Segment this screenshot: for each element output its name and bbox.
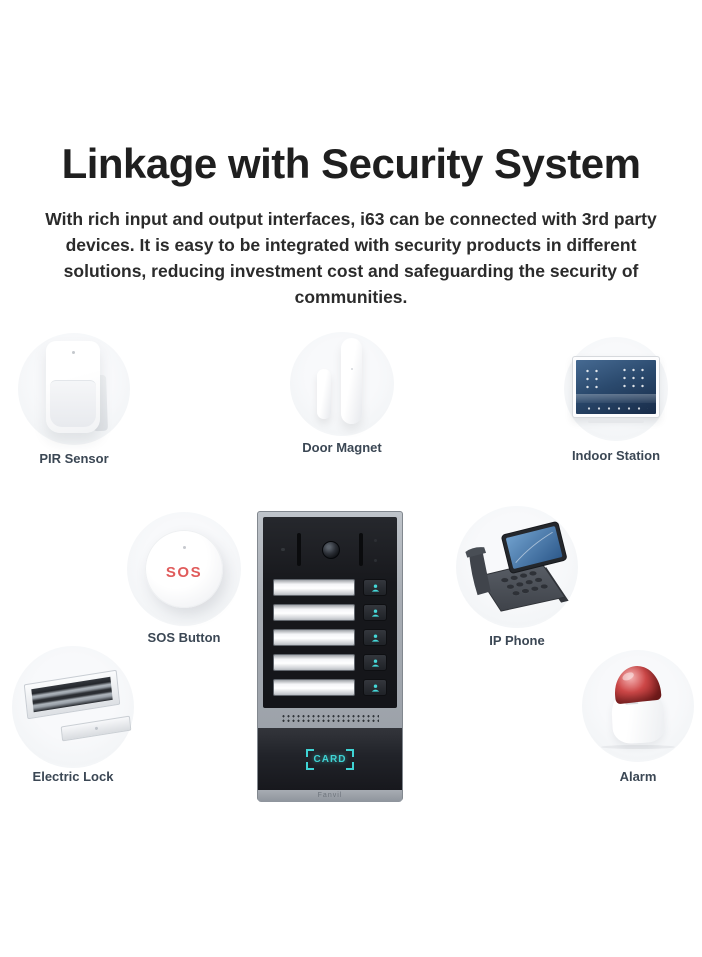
page-title: Linkage with Security System <box>61 140 641 187</box>
card-reader-text: CARD <box>313 753 347 765</box>
call-button <box>363 579 387 596</box>
maglock-body <box>23 669 121 720</box>
camera-lens-icon <box>322 541 340 559</box>
name-tag-row <box>273 679 387 696</box>
indoor-station-base <box>588 419 644 423</box>
name-tag-rows <box>263 575 397 696</box>
person-icon <box>371 634 379 642</box>
name-tag <box>273 604 355 621</box>
name-tag-row <box>273 654 387 671</box>
maglock-magnet-plates <box>31 676 113 713</box>
door-phone-camera-area <box>263 525 397 575</box>
door-phone-card-panel: CARD <box>258 728 402 790</box>
card-reader-icon: CARD <box>305 748 355 770</box>
pir-body <box>46 341 100 433</box>
device-circle <box>582 650 694 762</box>
door-phone: CARD Fanvil <box>257 511 403 802</box>
door-phone-speaker-band <box>263 708 397 728</box>
alarm-illustration <box>597 662 679 750</box>
door-phone-upper-panel <box>263 517 397 708</box>
device-circle <box>564 337 668 441</box>
card-bracket <box>346 748 355 757</box>
name-tag-row <box>273 604 387 621</box>
indoor-station-frame <box>572 355 660 418</box>
sensor-dot <box>374 559 377 562</box>
brand-label: Fanvil <box>258 790 402 802</box>
device-label-electric-lock: Electric Lock <box>32 769 114 784</box>
device-group-pir-sensor: PIR Sensor <box>18 333 130 466</box>
name-tag <box>273 629 355 646</box>
sensor-dot <box>374 539 377 542</box>
maglock-armature-plate <box>60 715 132 742</box>
device-circle: SOS <box>127 512 241 626</box>
person-icon <box>371 584 379 592</box>
call-button <box>363 679 387 696</box>
screen-icons-right <box>620 365 650 392</box>
device-label-door-magnet: Door Magnet <box>302 440 382 455</box>
device-group-sos-button: SOS SOS Button <box>127 512 241 645</box>
door-magnet-led <box>351 368 353 370</box>
device-label-ip-phone: IP Phone <box>489 633 545 648</box>
ir-slot-left <box>297 533 301 566</box>
alarm-ground-shadow <box>601 745 675 749</box>
door-magnet-main-bar <box>341 338 362 424</box>
device-group-indoor-station: Indoor Station <box>564 337 668 463</box>
person-icon <box>371 684 379 692</box>
sos-led <box>182 546 186 549</box>
name-tag <box>273 579 355 596</box>
door-magnet-small-bar <box>317 369 331 419</box>
sos-button-text: SOS <box>165 563 203 581</box>
indoor-station-screen <box>576 359 656 414</box>
sos-button-illustration: SOS <box>145 530 223 608</box>
device-label-alarm: Alarm <box>619 769 657 784</box>
mic-hole-icon <box>281 548 285 551</box>
speaker-grille-icon <box>281 713 379 723</box>
person-icon <box>371 609 379 617</box>
device-circle <box>456 506 578 628</box>
device-label-sos-button: SOS Button <box>147 630 221 645</box>
name-tag <box>273 654 355 671</box>
device-label-pir-sensor: PIR Sensor <box>39 451 109 466</box>
call-button <box>363 654 387 671</box>
name-tag-row <box>273 629 387 646</box>
call-button <box>363 629 387 646</box>
pir-lens <box>50 380 96 427</box>
pir-led <box>71 351 75 354</box>
card-bracket <box>305 748 314 757</box>
device-group-electric-lock: Electric Lock <box>12 646 134 784</box>
pir-sensor-illustration <box>34 339 114 439</box>
indoor-station-illustration <box>572 355 660 423</box>
alarm-red-dome <box>612 663 662 705</box>
device-circle <box>290 332 394 436</box>
electric-lock-illustration <box>21 665 132 749</box>
door-magnet-illustration <box>310 338 374 430</box>
screen-horizon <box>576 393 656 403</box>
device-circle <box>18 333 130 445</box>
device-circle <box>12 646 134 768</box>
card-bracket <box>305 761 314 770</box>
page-description: With rich input and output interfaces, i… <box>45 209 657 307</box>
ir-slot-right <box>359 533 363 566</box>
card-bracket <box>346 761 355 770</box>
armature-screw <box>94 726 98 731</box>
device-group-alarm: Alarm <box>582 650 694 784</box>
device-group-door-magnet: Door Magnet <box>290 332 394 455</box>
screen-dock-icons <box>584 404 648 412</box>
person-icon <box>371 659 379 667</box>
name-tag-row <box>273 579 387 596</box>
call-button <box>363 604 387 621</box>
ip-phone-illustration <box>465 521 569 612</box>
dome-gloss <box>621 670 636 683</box>
device-label-indoor-station: Indoor Station <box>571 448 661 463</box>
screen-icons-left <box>583 366 603 391</box>
name-tag <box>273 679 355 696</box>
device-group-ip-phone: IP Phone <box>456 506 578 648</box>
